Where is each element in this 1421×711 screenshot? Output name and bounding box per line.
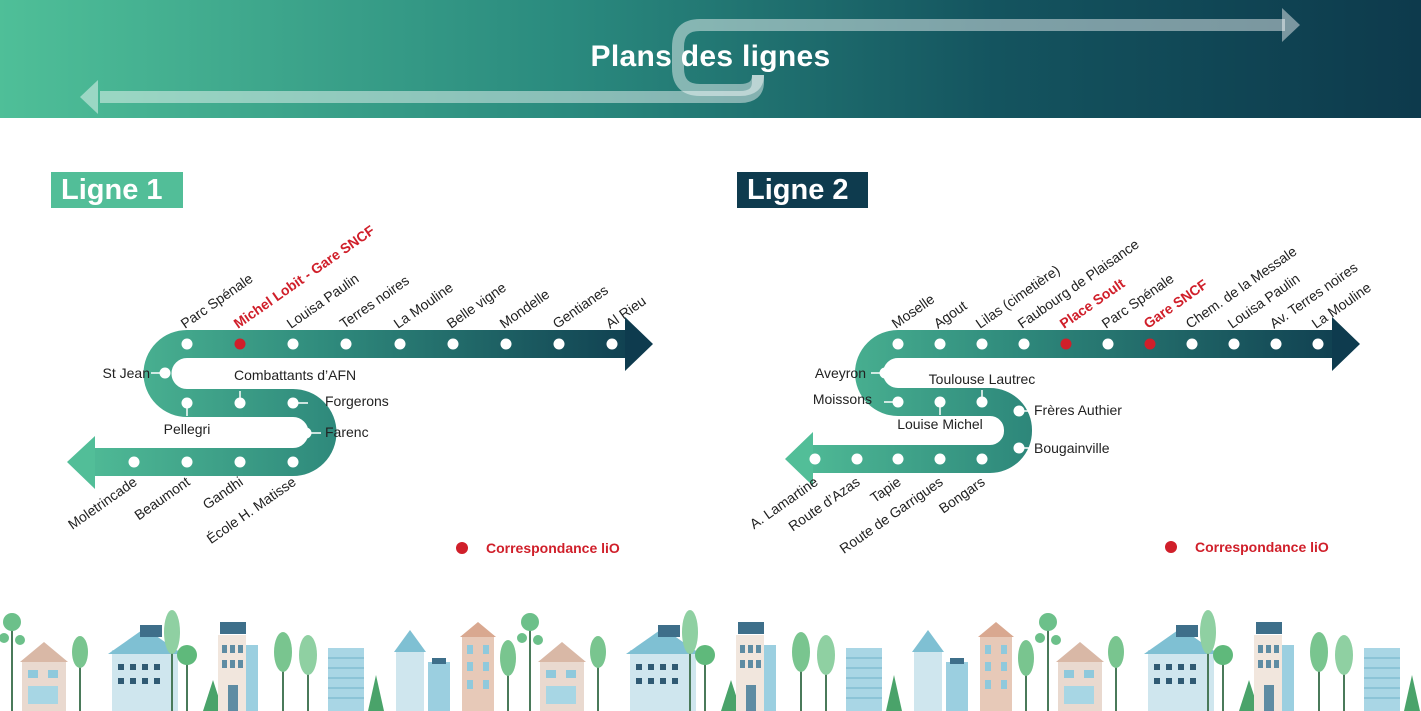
- transfer-dot-icon: [456, 542, 468, 554]
- line-1-arrow-end: [625, 317, 653, 371]
- line-2-track: [785, 317, 1360, 486]
- station-label: Agout: [931, 297, 970, 331]
- transfer-station-dot-icon: [234, 338, 246, 350]
- station-dot-icon: [1312, 338, 1324, 350]
- station: Forgerons: [287, 393, 389, 409]
- station: Aveyron: [815, 365, 891, 381]
- station-dot-icon: [500, 338, 512, 350]
- station-dot-icon: [447, 338, 459, 350]
- station-dot-icon: [287, 456, 299, 468]
- station-dot-icon: [234, 397, 246, 409]
- station-dot-icon: [300, 427, 312, 439]
- station: Moissons: [813, 391, 904, 408]
- station-dot-icon: [287, 338, 299, 350]
- station-label: Aveyron: [815, 365, 866, 381]
- station-dot-icon: [934, 396, 946, 408]
- station-label: Gentianes: [550, 282, 611, 332]
- station-label: Louise Michel: [897, 416, 983, 432]
- station: Toulouse Lautrec: [929, 371, 1036, 408]
- line-2-arrow-end: [1332, 317, 1360, 371]
- station-dot-icon: [879, 367, 891, 379]
- station-dot-icon: [340, 338, 352, 350]
- station-dot-icon: [1013, 442, 1025, 454]
- station-dot-icon: [181, 338, 193, 350]
- station-dot-icon: [892, 338, 904, 350]
- page-title: Plans des lignes: [590, 40, 831, 73]
- station-label: Moletrincade: [65, 473, 140, 532]
- station-label: Toulouse Lautrec: [929, 371, 1036, 387]
- station-dot-icon: [1013, 405, 1025, 417]
- station-label: Pellegri: [164, 421, 211, 437]
- station-label: École H. Matisse: [203, 473, 298, 546]
- station-dot-icon: [128, 456, 140, 468]
- station-dot-icon: [553, 338, 565, 350]
- station-dot-icon: [159, 367, 171, 379]
- city-skyline-illustration: [0, 609, 1421, 711]
- station-dot-icon: [934, 453, 946, 465]
- station-dot-icon: [934, 338, 946, 350]
- transfer-dot-icon: [1165, 541, 1177, 553]
- station: Louise Michel: [897, 396, 983, 432]
- station-dot-icon: [287, 397, 299, 409]
- line-1-badge: Ligne 1: [51, 172, 183, 208]
- station-dot-icon: [1102, 338, 1114, 350]
- station-dot-icon: [234, 456, 246, 468]
- station-dot-icon: [394, 338, 406, 350]
- station-dot-icon: [976, 453, 988, 465]
- station-dot-icon: [892, 396, 904, 408]
- station-dot-icon: [892, 453, 904, 465]
- station-label: St Jean: [103, 365, 150, 381]
- station-label: Moselle: [889, 291, 938, 332]
- station-dot-icon: [181, 456, 193, 468]
- legend-label: Correspondance liO: [486, 540, 620, 556]
- station-label: Combattants d’AFN: [234, 367, 356, 383]
- station-dot-icon: [1018, 338, 1030, 350]
- station-label: Beaumont: [131, 473, 193, 523]
- line-2-arrow-start: [785, 432, 813, 486]
- station-dot-icon: [181, 397, 193, 409]
- station: Bougainville: [1013, 440, 1110, 456]
- station-label: Bongars: [936, 473, 988, 516]
- station: Farenc: [300, 424, 369, 440]
- station-dot-icon: [976, 338, 988, 350]
- station-label: Moissons: [813, 391, 872, 407]
- station-dot-icon: [1186, 338, 1198, 350]
- station: Combattants d’AFN: [234, 367, 356, 409]
- station: Frères Authier: [1013, 402, 1122, 418]
- station-label: Frères Authier: [1034, 402, 1122, 418]
- transfer-station-dot-icon: [1144, 338, 1156, 350]
- legend-line-1: Correspondance liO: [456, 540, 620, 556]
- line-1-arrow-start: [67, 436, 95, 489]
- station: St Jean: [103, 365, 171, 381]
- page-header: Plans des lignes: [0, 0, 1421, 118]
- station-label: Gandhi: [200, 473, 246, 512]
- line-2-badge: Ligne 2: [737, 172, 868, 208]
- station-dot-icon: [809, 453, 821, 465]
- station-dot-icon: [606, 338, 618, 350]
- station-label: Forgerons: [325, 393, 389, 409]
- legend-line-2: Correspondance liO: [1165, 539, 1329, 555]
- station-label: Farenc: [325, 424, 369, 440]
- legend-label: Correspondance liO: [1195, 539, 1329, 555]
- station: Pellegri: [164, 397, 211, 437]
- station-dot-icon: [1270, 338, 1282, 350]
- station-dot-icon: [851, 453, 863, 465]
- station-dot-icon: [976, 396, 988, 408]
- transfer-station-dot-icon: [1060, 338, 1072, 350]
- station-dot-icon: [1228, 338, 1240, 350]
- header-arrows-decoration: [80, 8, 1300, 114]
- station-label: Bougainville: [1034, 440, 1110, 456]
